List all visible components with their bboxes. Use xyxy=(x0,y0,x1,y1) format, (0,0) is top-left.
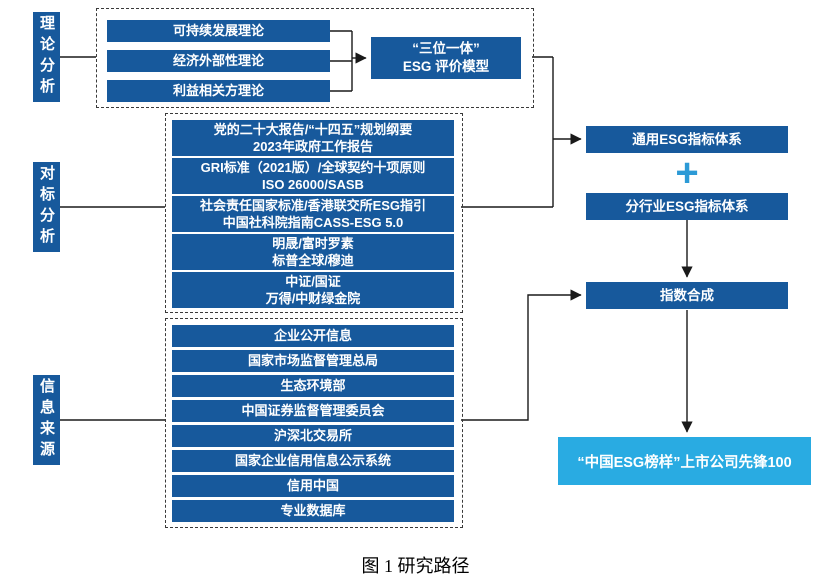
plus-icon: + xyxy=(675,151,699,195)
benchmark-item: 社会责任国家标准/香港联交所ESG指引 中国社科院指南CASS-ESG 5.0 xyxy=(172,196,454,232)
source-item: 生态环境部 xyxy=(172,375,454,397)
general-esg-system-box: 通用ESG指标体系 xyxy=(586,126,788,153)
source-item: 国家市场监督管理总局 xyxy=(172,350,454,372)
benchmark-item: 党的二十大报告/“十四五”规划纲要 2023年政府工作报告 xyxy=(172,120,454,156)
theory-item: 利益相关方理论 xyxy=(107,80,330,102)
benchmark-group-frame xyxy=(165,113,463,313)
esg-model-box: “三位一体” ESG 评价模型 xyxy=(371,37,521,79)
final-result-box: “中国ESG榜样”上市公司先锋100 xyxy=(558,437,811,485)
section-label-sources: 信息来源 xyxy=(33,375,60,465)
benchmark-item: 明晟/富时罗素 标普全球/穆迪 xyxy=(172,234,454,270)
arrow-sources-to-synthesis xyxy=(461,289,582,421)
benchmark-item: 中证/国证 万得/中财绿金院 xyxy=(172,272,454,308)
theory-item: 经济外部性理论 xyxy=(107,50,330,72)
source-item: 中国证券监督管理委员会 xyxy=(172,400,454,422)
source-item: 国家企业信用信息公示系统 xyxy=(172,450,454,472)
sources-group-frame xyxy=(165,318,463,528)
source-item: 信用中国 xyxy=(172,475,454,497)
section-label-benchmark: 对标分析 xyxy=(33,162,60,252)
source-item: 专业数据库 xyxy=(172,500,454,522)
theory-item: 可持续发展理论 xyxy=(107,20,330,42)
theory-group-frame xyxy=(96,8,534,108)
figure-caption: 图 1 研究路径 xyxy=(361,556,470,576)
source-item: 企业公开信息 xyxy=(172,325,454,347)
source-item: 沪深北交易所 xyxy=(172,425,454,447)
industry-esg-system-box: 分行业ESG指标体系 xyxy=(586,193,788,220)
index-synthesis-box: 指数合成 xyxy=(586,282,788,309)
section-label-theory: 理论分析 xyxy=(33,12,60,102)
benchmark-item: GRI标准（2021版）/全球契约十项原则 ISO 26000/SASB xyxy=(172,158,454,194)
